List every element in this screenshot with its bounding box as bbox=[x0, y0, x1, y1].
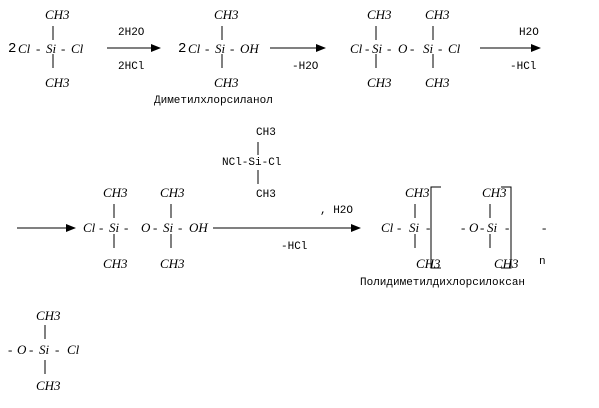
reagent-ch3: CH3 bbox=[256, 189, 276, 201]
chlorine-atom: Cl bbox=[67, 342, 80, 357]
polymer-caption: Полидиметилдихлорсилоксан bbox=[360, 277, 526, 289]
chlorine-atom: Cl bbox=[188, 41, 201, 56]
ch3-group: CH3 bbox=[36, 308, 61, 323]
hydroxyl-group: OH bbox=[189, 220, 208, 235]
bond-dash: - bbox=[205, 41, 210, 56]
bond-dash: - bbox=[438, 41, 443, 56]
polymerization-degree: n bbox=[539, 256, 546, 268]
chlorine-atom: Cl bbox=[448, 41, 461, 56]
chlorine-atom: Cl bbox=[71, 41, 84, 56]
ch3-group: CH3 bbox=[103, 185, 128, 200]
bond-dash: - bbox=[124, 220, 129, 235]
arrow5-top-label: , H2O bbox=[320, 205, 354, 217]
reagent-formula: NCl-Si-Cl bbox=[222, 157, 282, 169]
oxygen-atom: O bbox=[17, 342, 27, 357]
arrow3-bottom-label: -HCl bbox=[510, 61, 537, 73]
bond-dash: - bbox=[178, 220, 183, 235]
arrow5-bottom-label: -HCl bbox=[281, 241, 308, 253]
reagent-ch3: CH3 bbox=[256, 127, 276, 139]
bond-dash: - bbox=[99, 220, 104, 235]
chlorine-atom: Cl bbox=[18, 41, 31, 56]
bond-dash: - bbox=[61, 41, 66, 56]
chlorine-atom: Cl bbox=[381, 220, 394, 235]
ch3-group: CH3 bbox=[103, 256, 128, 271]
bond-dash: - bbox=[410, 41, 415, 56]
ch3-group: CH3 bbox=[425, 7, 450, 22]
silicon-atom: Si bbox=[215, 41, 226, 56]
ch3-group: CH3 bbox=[45, 7, 70, 22]
ch3-group: CH3 bbox=[160, 185, 185, 200]
ch3-group: CH3 bbox=[160, 256, 185, 271]
coefficient: 2 bbox=[178, 41, 187, 57]
silicon-atom: Si bbox=[46, 41, 57, 56]
bond-dash: - bbox=[36, 41, 41, 56]
bond-dash: - bbox=[365, 41, 370, 56]
silicon-atom: Si bbox=[109, 220, 120, 235]
bond-dash: - bbox=[55, 342, 60, 357]
bond-dash: - bbox=[230, 41, 235, 56]
oxygen-atom: O bbox=[469, 220, 479, 235]
bond-dash: - bbox=[153, 220, 158, 235]
ch3-group: CH3 bbox=[494, 256, 519, 271]
silicon-atom: Si bbox=[39, 342, 50, 357]
hydroxyl-group: OH bbox=[240, 41, 259, 56]
bond-dash: - bbox=[8, 342, 13, 357]
ch3-group: CH3 bbox=[214, 7, 239, 22]
silicon-atom: Si bbox=[487, 220, 498, 235]
bond-dash: - bbox=[542, 220, 547, 235]
ch3-group: CH3 bbox=[214, 75, 239, 90]
ch3-group: CH3 bbox=[482, 185, 507, 200]
silicon-atom: Si bbox=[409, 220, 420, 235]
bond-dash: - bbox=[397, 220, 402, 235]
silicon-atom: Si bbox=[372, 41, 383, 56]
oxygen-atom: O bbox=[398, 41, 408, 56]
bond-dash: - bbox=[387, 41, 392, 56]
ch3-group: CH3 bbox=[405, 185, 430, 200]
row1-vertical-bonds bbox=[52, 26, 434, 68]
ch3-group: CH3 bbox=[36, 378, 61, 393]
arrow1-top-label: 2H2O bbox=[118, 27, 145, 39]
ch3-group: CH3 bbox=[425, 75, 450, 90]
bond-dash: - bbox=[505, 220, 510, 235]
ch3-group: CH3 bbox=[45, 75, 70, 90]
ch3-group: CH3 bbox=[367, 75, 392, 90]
row2-vertical-bonds bbox=[113, 204, 491, 248]
bond-dash: - bbox=[426, 220, 431, 235]
chlorine-atom: Cl bbox=[83, 220, 96, 235]
bond-dash: - bbox=[480, 220, 485, 235]
arrow1-bottom-label: 2HCl bbox=[118, 61, 145, 73]
silanol-caption: Диметилхлорсиланол bbox=[154, 95, 273, 107]
oxygen-atom: O bbox=[141, 220, 151, 235]
reaction-arrows bbox=[17, 44, 541, 232]
silicon-atom: Si bbox=[423, 41, 434, 56]
arrow3-top-label: H2O bbox=[519, 27, 539, 39]
bond-dash: - bbox=[461, 220, 466, 235]
ch3-group: CH3 bbox=[416, 256, 441, 271]
arrow2-bottom-label: -H2O bbox=[292, 61, 319, 73]
chlorine-atom: Cl bbox=[350, 41, 363, 56]
polymer-brackets bbox=[430, 186, 512, 269]
bond-dash: - bbox=[29, 342, 34, 357]
coefficient: 2 bbox=[8, 41, 17, 57]
silicon-atom: Si bbox=[163, 220, 174, 235]
ch3-group: CH3 bbox=[367, 7, 392, 22]
